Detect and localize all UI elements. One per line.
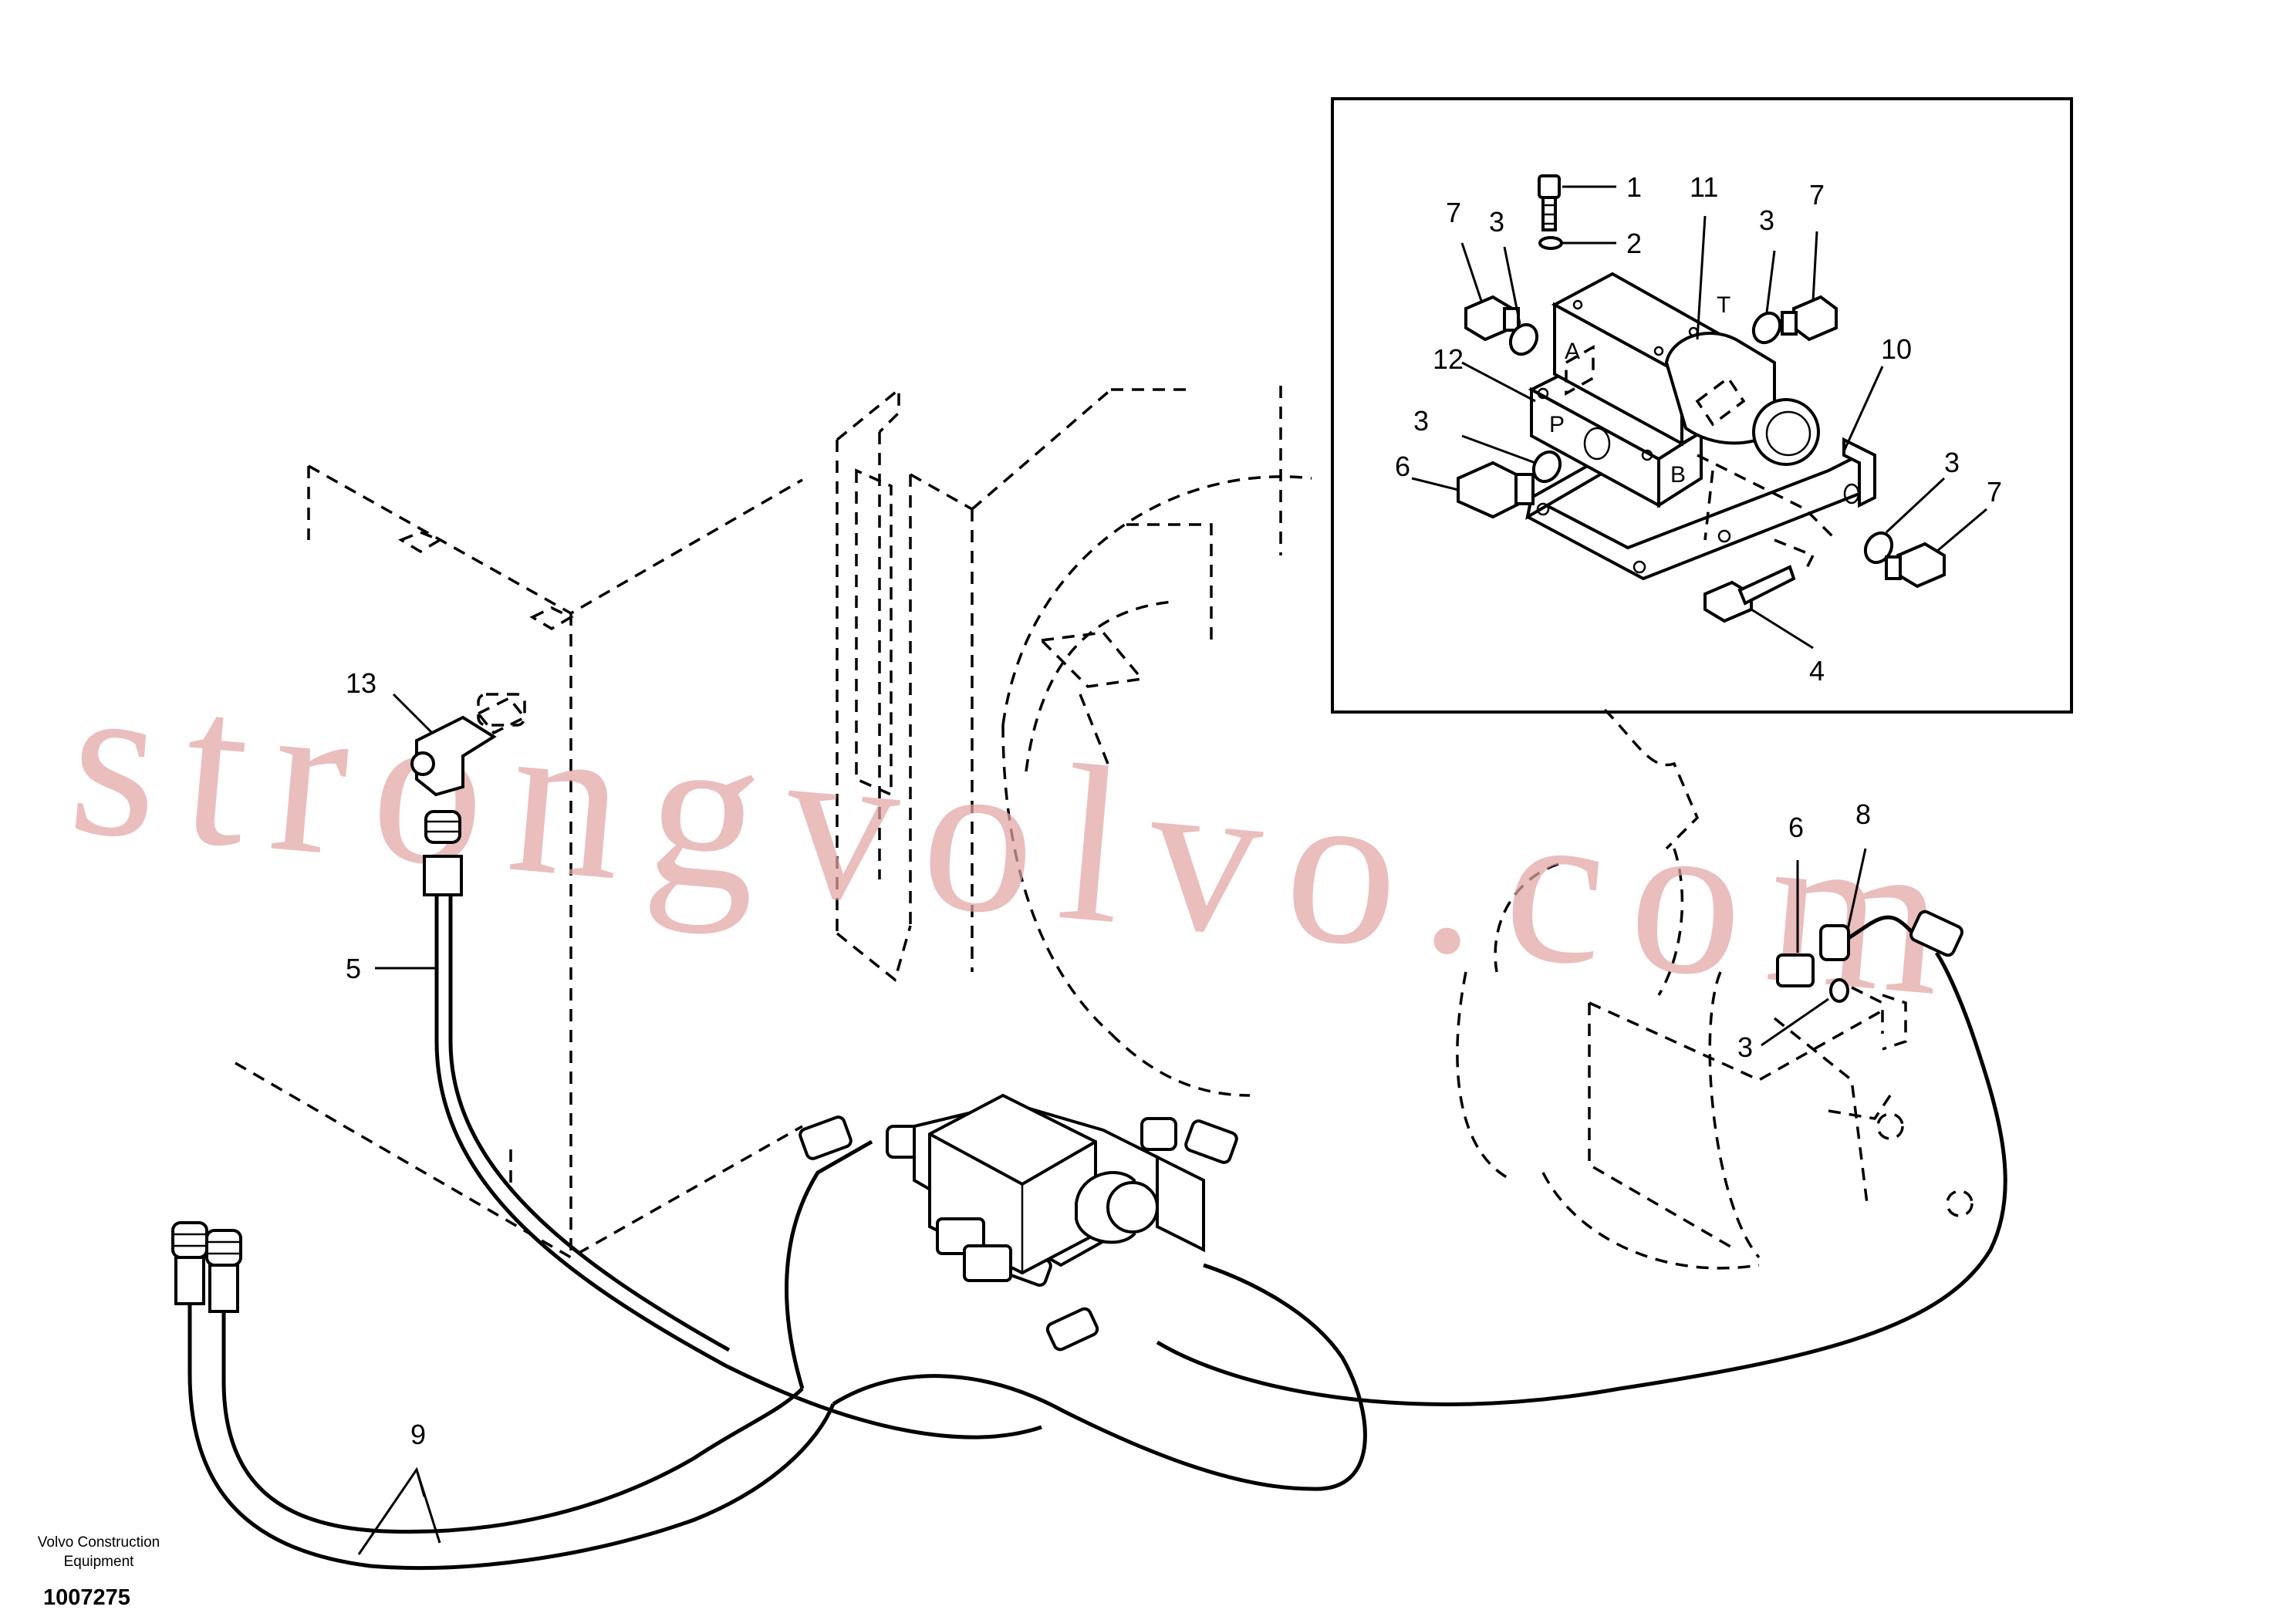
callout-3: 3 [1737,1031,1753,1063]
detail-valve-assembly: A P B T [1457,174,1946,623]
port-label-b: B [1670,462,1686,488]
callout-3: 3 [1489,206,1504,238]
callout-5: 5 [346,953,361,984]
callout-6: 6 [1395,451,1410,482]
callout-labels: 1 2 11 7 3 3 7 10 12 3 6 3 7 4 13 5 6 8 … [346,171,2002,1450]
callout-3: 3 [1413,405,1429,437]
callout-6: 6 [1788,812,1804,843]
diagram-number: 1007275 [43,1585,130,1610]
brand-line-1: Volvo Construction [38,1534,160,1551]
machine-outline [235,386,1974,1270]
callout-7: 7 [1446,197,1461,228]
footer: Volvo Construction Equipment 1007275 [38,1534,160,1610]
port-label-t: T [1717,292,1730,318]
callout-10: 10 [1881,333,1912,365]
detail-inset-frame [1331,97,2073,714]
callout-1: 1 [1626,171,1642,203]
port-label-a: A [1565,339,1580,364]
callout-4: 4 [1809,655,1825,687]
port-label-p: P [1549,412,1565,437]
callout-3: 3 [1759,204,1774,236]
brand-line-2: Equipment [64,1554,135,1570]
callout-7: 7 [1809,179,1825,211]
callout-7: 7 [1987,476,2002,508]
leader-lines [357,185,1987,1555]
callout-12: 12 [1433,343,1464,375]
callout-11: 11 [1690,171,1718,203]
callout-8: 8 [1855,798,1871,830]
callout-13: 13 [346,667,376,699]
callout-3: 3 [1944,447,1960,478]
callout-2: 2 [1626,228,1642,259]
hose-assembly [171,693,2007,1570]
callout-9: 9 [410,1419,426,1450]
